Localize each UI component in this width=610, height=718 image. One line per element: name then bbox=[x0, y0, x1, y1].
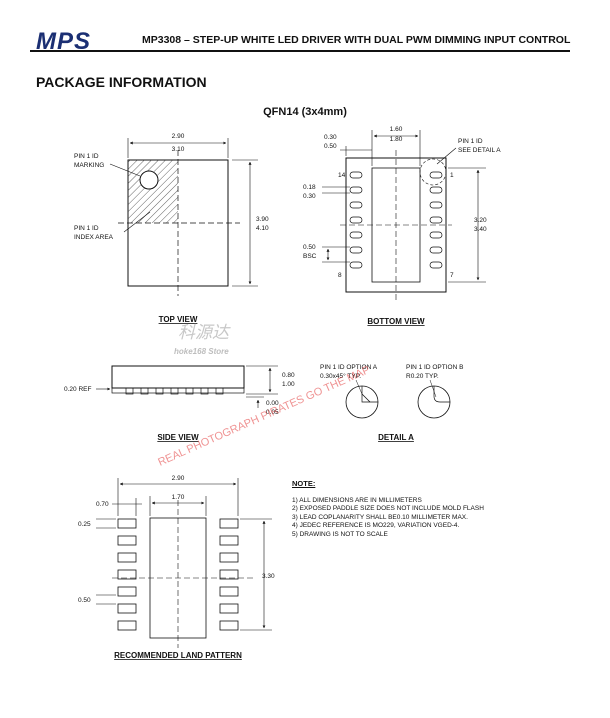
watermark-diagonal: REAL PHOTOGRAPH PIRATES GO THE MAP bbox=[156, 364, 372, 469]
land-pad-length: 0.70 bbox=[96, 501, 109, 508]
pitch-bsc: BSC bbox=[303, 253, 317, 260]
option-a-label-1: PIN 1 ID OPTION A bbox=[320, 364, 378, 371]
pad-width-max: 1.80 bbox=[390, 136, 403, 143]
side-view-body bbox=[111, 365, 245, 389]
side-view bbox=[96, 365, 278, 408]
detail-a bbox=[345, 379, 451, 419]
land-left-pads bbox=[117, 518, 137, 631]
side-height-max: 1.00 bbox=[282, 381, 295, 388]
option-a-label-2: 0.30x45° TYP. bbox=[320, 372, 361, 380]
standoff-min: 0.00 bbox=[266, 400, 279, 407]
detail-a-caption: DETAIL A bbox=[378, 433, 414, 442]
top-width-max: 3.10 bbox=[172, 146, 185, 153]
pin1-marking-dot bbox=[139, 170, 159, 190]
pin1-marking-label-1: PIN 1 ID bbox=[74, 153, 99, 160]
land-pattern bbox=[96, 478, 272, 648]
watermark-cn: 科源达 bbox=[178, 323, 231, 343]
document-title: MP3308 – STEP-UP WHITE LED DRIVER WITH D… bbox=[142, 34, 571, 46]
lead-width-min: 0.18 bbox=[303, 184, 316, 191]
top-view-caption: TOP VIEW bbox=[159, 315, 198, 324]
option-b-label-1: PIN 1 ID OPTION B bbox=[406, 364, 463, 371]
land-pattern-caption: RECOMMENDED LAND PATTERN bbox=[114, 651, 242, 660]
side-ref: 0.20 REF bbox=[64, 386, 91, 393]
land-total-width: 2.90 bbox=[172, 475, 185, 482]
pin-label-14: 14 bbox=[338, 172, 346, 179]
pin1-index-area bbox=[128, 160, 178, 223]
top-height-max: 4.10 bbox=[256, 225, 269, 232]
note-item: 5) DRAWING IS NOT TO SCALE bbox=[292, 530, 388, 538]
land-right-pads bbox=[219, 518, 239, 631]
land-pitch: 0.50 bbox=[78, 597, 91, 604]
pin1-id-label-1: PIN 1 ID bbox=[458, 138, 483, 145]
header-divider bbox=[30, 50, 570, 52]
note-item: 4) JEDEC REFERENCE IS MO229, VARIATION V… bbox=[292, 522, 460, 530]
pin-label-7: 7 bbox=[450, 272, 454, 279]
pad-width-min: 1.60 bbox=[390, 126, 403, 133]
pad-height-min: 3.20 bbox=[474, 217, 487, 224]
note-item: 3) LEAD COPLANARITY SHALL BE0.10 MILLIME… bbox=[292, 513, 468, 521]
bottom-view bbox=[322, 130, 486, 300]
note-item: 2) EXPOSED PADDLE SIZE DOES NOT INCLUDE … bbox=[292, 505, 484, 513]
pin-label-8: 8 bbox=[338, 272, 342, 279]
pad-height-max: 3.40 bbox=[474, 226, 487, 233]
land-height: 3.30 bbox=[262, 573, 275, 580]
pin1-index-label-1: PIN 1 ID bbox=[74, 225, 99, 232]
bottom-view-caption: BOTTOM VIEW bbox=[367, 317, 425, 326]
package-title: QFN14 (3x4mm) bbox=[263, 106, 347, 118]
pitch-value: 0.50 bbox=[303, 244, 316, 251]
pin1-marking-label-2: MARKING bbox=[74, 162, 104, 169]
note-item: 1) ALL DIMENSIONS ARE IN MILLIMETERS bbox=[292, 496, 422, 504]
pin1-index-label-2: INDEX AREA bbox=[74, 234, 114, 241]
detail-a-circle bbox=[419, 158, 447, 186]
edge-min: 0.30 bbox=[324, 134, 337, 141]
side-height-min: 0.80 bbox=[282, 372, 295, 379]
pin-label-1: 1 bbox=[450, 172, 454, 179]
section-title: PACKAGE INFORMATION bbox=[36, 74, 207, 90]
left-leads bbox=[349, 171, 363, 269]
side-view-caption: SIDE VIEW bbox=[157, 433, 199, 442]
pin1-id-label-2: SEE DETAIL A bbox=[458, 147, 501, 154]
land-pad-width: 1.70 bbox=[172, 494, 185, 501]
edge-max: 0.50 bbox=[324, 143, 337, 150]
watermark-store: hoke168 Store bbox=[174, 347, 229, 356]
standoff-max: 0.05 bbox=[266, 409, 279, 416]
option-b-label-2: R0.20 TYP. bbox=[406, 373, 439, 380]
top-height-min: 3.90 bbox=[256, 216, 269, 223]
top-width-min: 2.90 bbox=[172, 133, 185, 140]
notes-title: NOTE: bbox=[292, 479, 316, 488]
lead-width-max: 0.30 bbox=[303, 193, 316, 200]
top-view bbox=[109, 138, 258, 296]
right-leads bbox=[429, 171, 443, 269]
land-pad-wid: 0.25 bbox=[78, 521, 91, 528]
notes-block: NOTE: 1) ALL DIMENSIONS ARE IN MILLIMETE… bbox=[292, 479, 582, 540]
